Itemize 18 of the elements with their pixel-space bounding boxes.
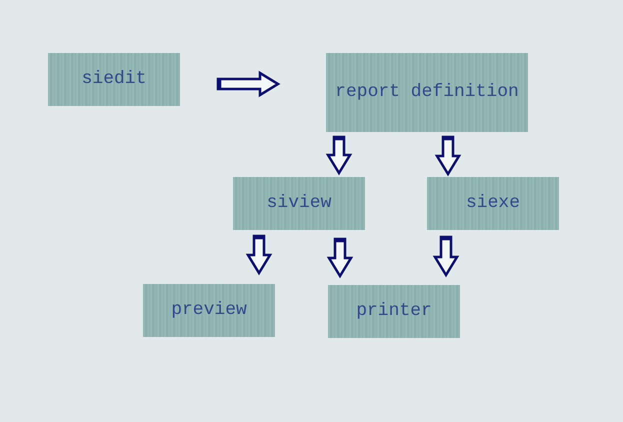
box-label: report definition <box>335 81 519 104</box>
box-label: printer <box>356 300 432 323</box>
process-box <box>143 284 275 337</box>
block-arrow <box>432 236 460 278</box>
box-label: siexe <box>466 192 520 215</box>
block-arrow <box>246 234 272 276</box>
box-label: siedit <box>82 68 146 91</box>
process-box <box>427 177 559 230</box>
block-arrow <box>326 136 352 176</box>
process-box <box>328 285 460 338</box>
block-arrow <box>434 136 462 176</box>
box-label: siview <box>266 192 332 215</box>
process-box <box>326 53 528 132</box>
block-arrow <box>216 70 280 98</box>
process-box <box>233 177 365 230</box>
process-box <box>48 53 180 106</box>
box-label: preview <box>171 299 247 322</box>
block-arrow <box>326 238 354 278</box>
